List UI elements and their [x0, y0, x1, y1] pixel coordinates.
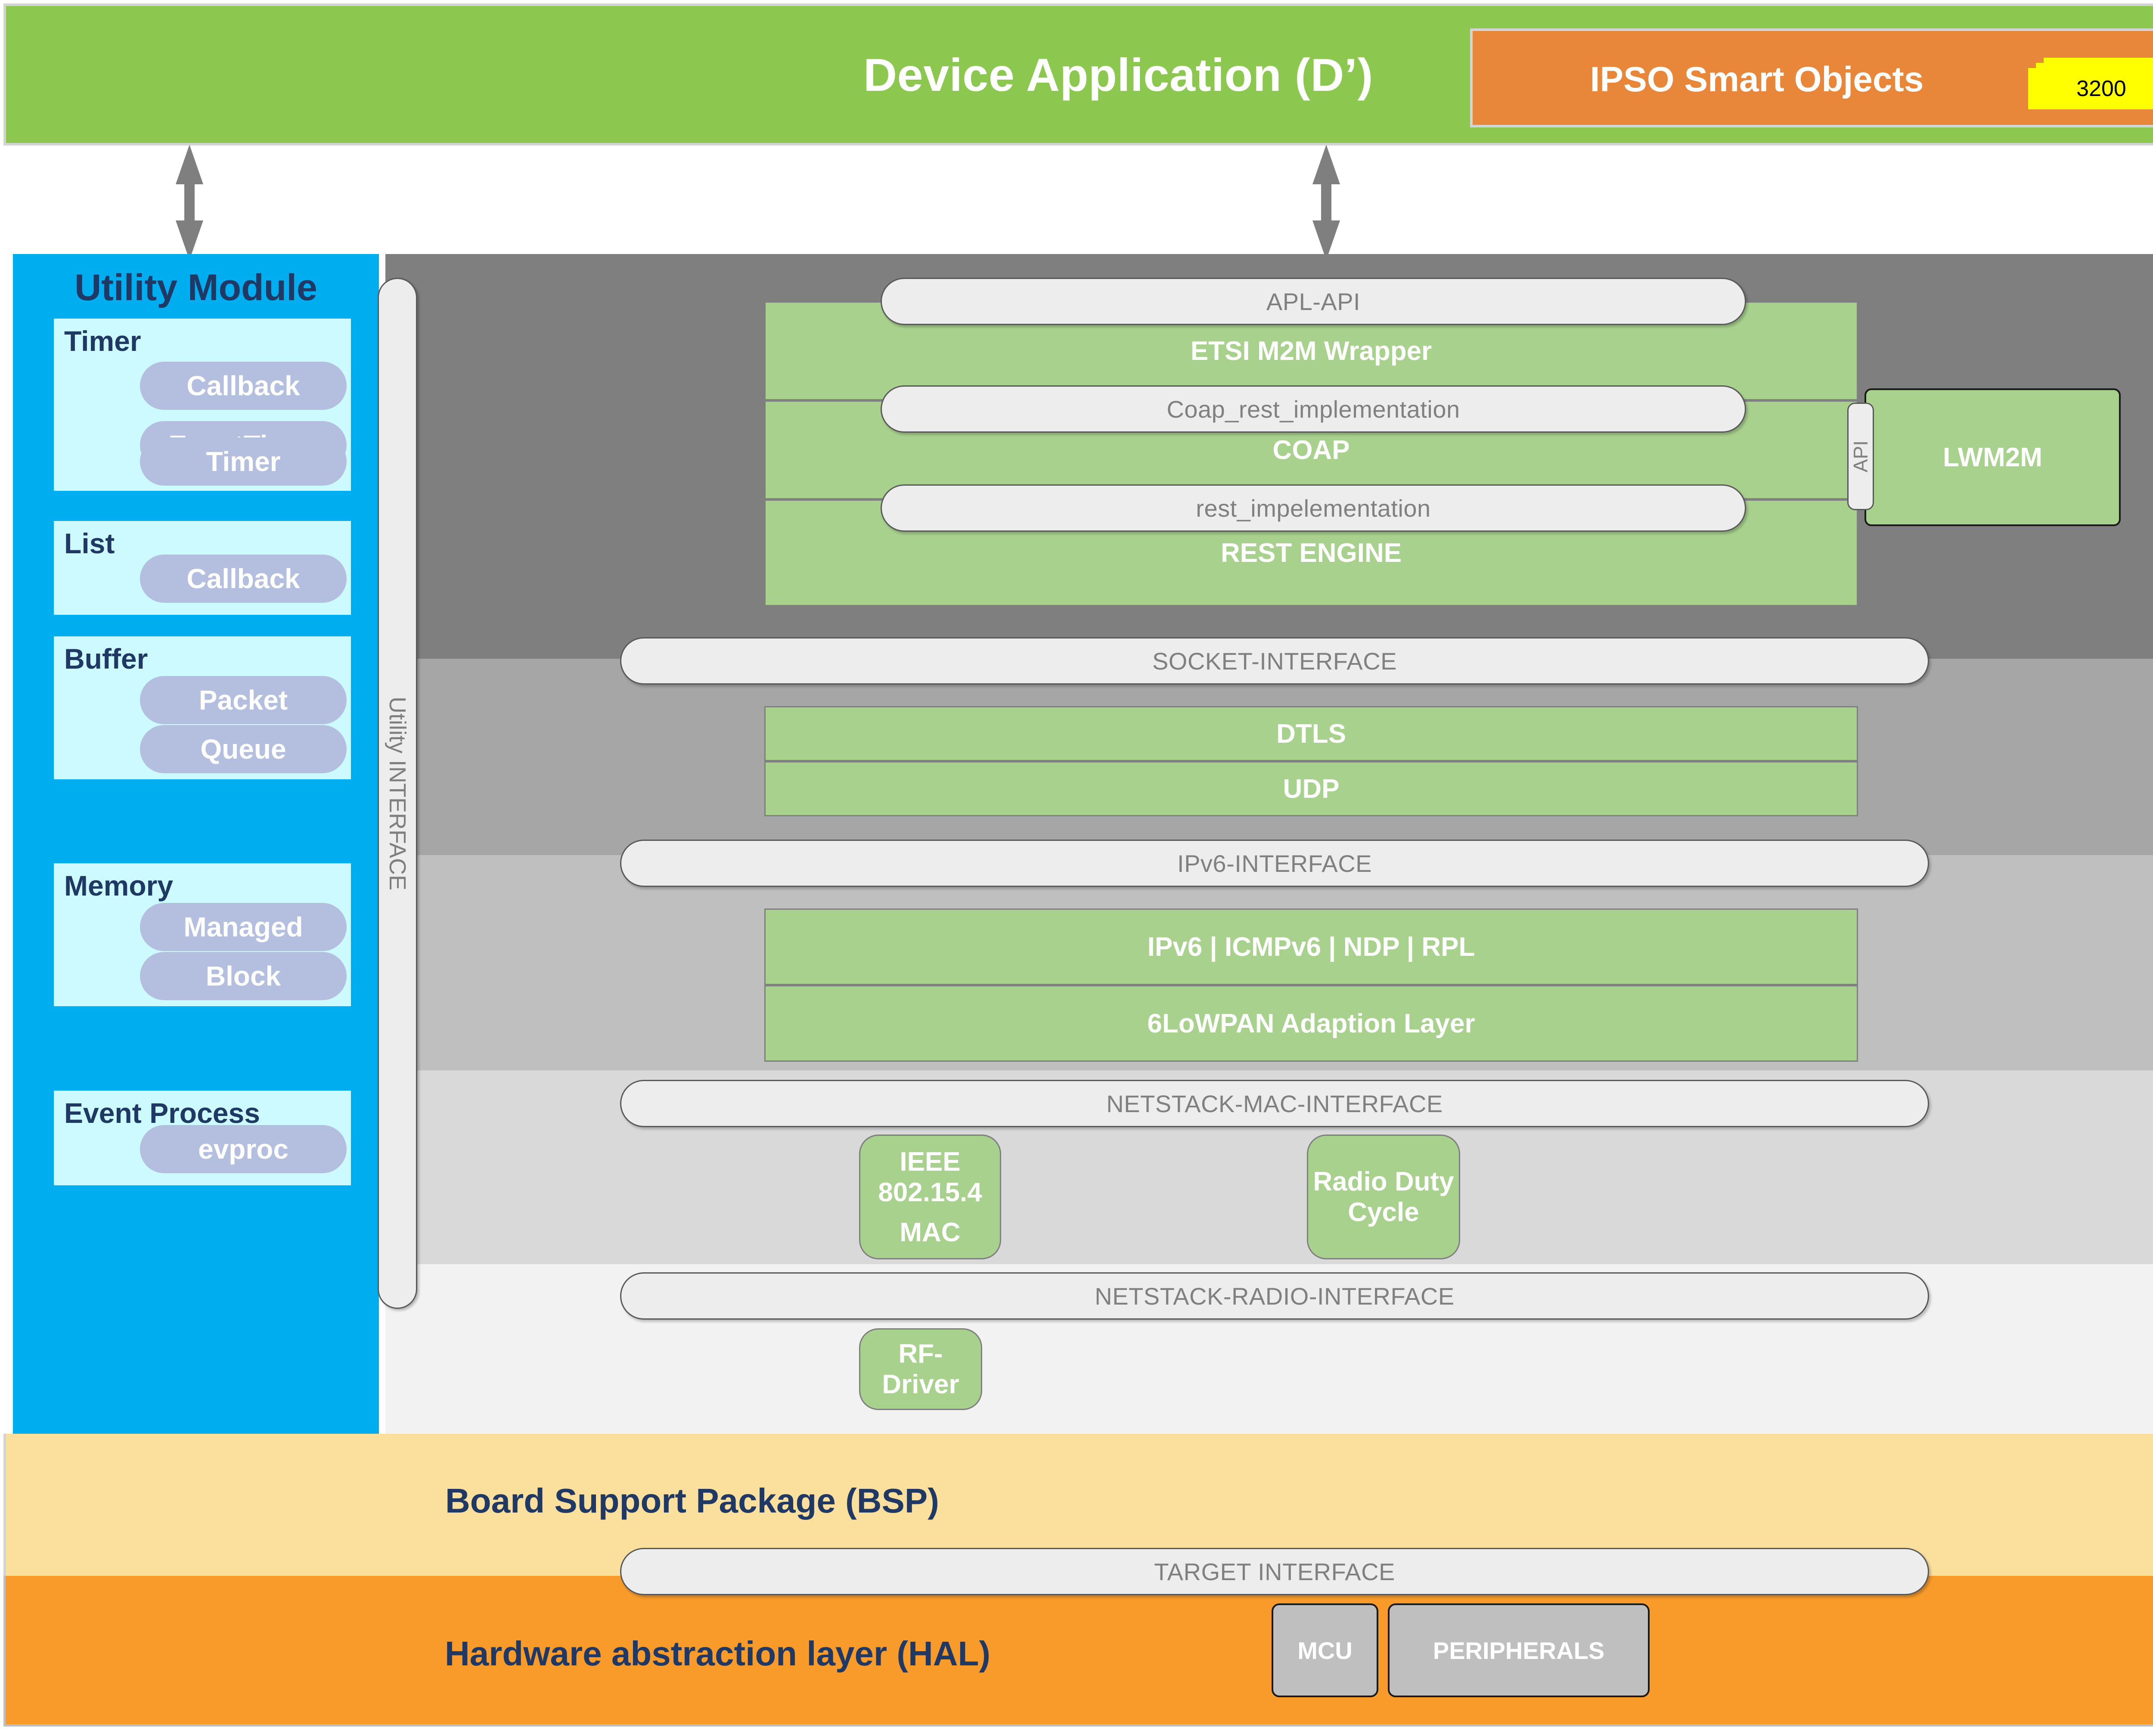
netstack-radio-interface[interactable]: NETSTACK-RADIO-INTERFACE	[620, 1272, 1929, 1320]
ieee-mac-line2: MAC	[900, 1217, 961, 1247]
device-app-to-netstack-arrow	[1312, 145, 1340, 260]
sixlowpan-adaption-box[interactable]: 6LoWPAN Adaption Layer	[764, 985, 1858, 1062]
ipso-smart-objects-label: IPSO Smart Objects	[1590, 60, 1924, 99]
dtls-box[interactable]: DTLS	[764, 706, 1858, 761]
utility-group-memory-title: Memory	[64, 870, 174, 902]
udp-box[interactable]: UDP	[764, 761, 1858, 816]
apl-api-interface[interactable]: APL-API	[881, 278, 1746, 325]
lwm2m-box[interactable]: LWM2M	[1864, 388, 2121, 526]
utility-chip-list-callback[interactable]: Callback	[140, 555, 347, 603]
utility-module-title: Utility Module	[74, 267, 317, 308]
utility-interface-pill[interactable]: Utility INTERFACE	[378, 278, 417, 1309]
hal-title: Hardware abstraction layer (HAL)	[445, 1634, 991, 1673]
utility-interface-label: Utility INTERFACE	[385, 696, 410, 890]
ieee-802-15-4-mac-box[interactable]: IEEE 802.15.4 MAC	[859, 1135, 1001, 1259]
rf-driver-box[interactable]: RF-Driver	[859, 1328, 982, 1410]
coap-rest-implementation-interface[interactable]: Coap_rest_implementation	[881, 385, 1746, 433]
lwm2m-api-tab[interactable]: API	[1847, 403, 1874, 510]
target-interface[interactable]: TARGET INTERFACE	[620, 1548, 1929, 1595]
ipso-object-id-text: 3200	[2076, 76, 2126, 101]
ipso-object-id-badge: 3200	[2028, 47, 2153, 112]
ipso-smart-objects-box: IPSO Smart Objects 3200	[1470, 28, 2153, 127]
lwm2m-api-tab-label: API	[1849, 440, 1872, 473]
utility-chip-queue[interactable]: Queue	[140, 725, 347, 773]
socket-interface[interactable]: SOCKET-INTERFACE	[620, 637, 1929, 685]
utility-chip-timer[interactable]: Timer	[140, 437, 347, 486]
utility-module-panel: Utility Module Timer Callback EventTimer…	[13, 254, 379, 1434]
utility-group-event-process-title: Event Process	[64, 1097, 260, 1129]
netstack-mac-interface[interactable]: NETSTACK-MAC-INTERFACE	[620, 1080, 1929, 1127]
utility-chip-packet[interactable]: Packet	[140, 676, 347, 724]
mcu-box[interactable]: MCU	[1272, 1603, 1378, 1697]
utility-group-timer-title: Timer	[64, 325, 141, 357]
utility-chip-block[interactable]: Block	[140, 952, 347, 1000]
utility-group-buffer-title: Buffer	[64, 643, 148, 675]
ipv6-interface[interactable]: IPv6-INTERFACE	[620, 840, 1929, 887]
utility-chip-timer-callback[interactable]: Callback	[140, 362, 347, 410]
utility-group-memory: Memory Managed Block	[54, 863, 351, 1006]
hardware-abstraction-layer-panel: Hardware abstraction layer (HAL) MCU PER…	[3, 1576, 2153, 1727]
utility-chip-managed[interactable]: Managed	[140, 903, 347, 951]
ipv6-stack-box[interactable]: IPv6 | ICMPv6 | NDP | RPL	[764, 908, 1858, 985]
utility-group-event-process: Event Process evproc	[54, 1091, 351, 1185]
utility-group-list: List Callback	[54, 521, 351, 615]
device-application-title: Device Application (D’)	[863, 48, 1373, 101]
ieee-mac-line1: IEEE 802.15.4	[878, 1147, 982, 1207]
utility-group-list-title: List	[64, 527, 115, 559]
radio-duty-cycle-box[interactable]: Radio Duty Cycle	[1307, 1135, 1460, 1259]
peripherals-box[interactable]: PERIPHERALS	[1388, 1603, 1650, 1697]
utility-group-timer: Timer Callback EventTimer Timer	[54, 319, 351, 491]
utility-chip-evproc[interactable]: evproc	[140, 1125, 347, 1173]
utility-group-buffer: Buffer Packet Queue	[54, 636, 351, 779]
device-application-banner: Device Application (D’) IPSO Smart Objec…	[3, 3, 2153, 146]
rest-implementation-interface[interactable]: rest_impelementation	[881, 484, 1746, 532]
utility-to-application-arrow	[176, 145, 203, 260]
bsp-title: Board Support Package (BSP)	[445, 1482, 939, 1520]
